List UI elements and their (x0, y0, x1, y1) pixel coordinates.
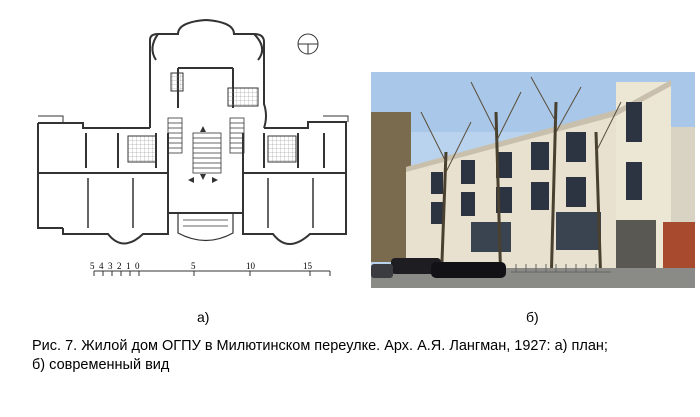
scale-tick-label: 1 (126, 261, 131, 271)
scale-tick-label: 2 (117, 261, 122, 271)
plan-scale-labels: 5 4 3 2 1 0 5 10 15 (90, 261, 312, 271)
photo-label: б) (526, 309, 539, 325)
scale-tick-label: 5 (90, 261, 95, 271)
building-photo (371, 72, 695, 288)
figure-caption: Рис. 7. Жилой дом ОГПУ в Милютинском пер… (32, 337, 692, 375)
scale-tick-label: 0 (135, 261, 140, 271)
scale-tick-label: 3 (108, 261, 113, 271)
plan-label: а) (197, 309, 210, 325)
scale-tick-label: 4 (99, 261, 104, 271)
caption-line-1: Рис. 7. Жилой дом ОГПУ в Милютинском пер… (32, 338, 608, 354)
scale-tick-label: 10 (246, 261, 255, 271)
floor-plan-drawing (37, 18, 349, 276)
scale-tick-label: 15 (303, 261, 312, 271)
caption-line-2: б) современный вид (32, 357, 170, 373)
scale-tick-label: 5 (191, 261, 196, 271)
